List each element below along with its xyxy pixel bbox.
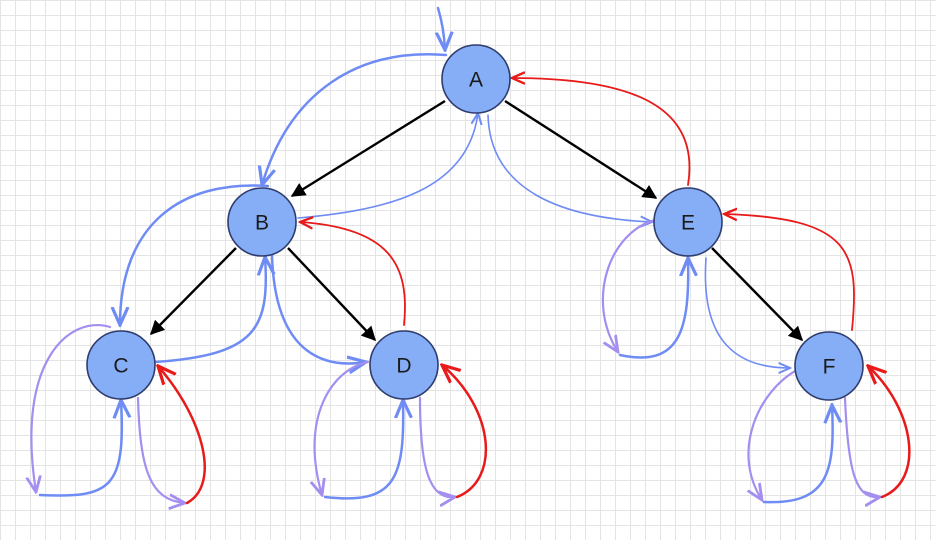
edge-a-e (504, 99, 658, 200)
node-c-label: C (113, 355, 128, 378)
tree-edges (149, 99, 804, 342)
node-e[interactable]: E (653, 187, 723, 257)
path-e-to-a-return (512, 78, 691, 186)
node-b-circle (227, 187, 297, 257)
node-a-label: A (469, 69, 483, 92)
d-right-null-out (418, 396, 455, 497)
d-left-null-out (315, 360, 370, 495)
path-a-to-e-descend (487, 114, 652, 222)
tree-nodes: A B C D E F (86, 44, 864, 401)
node-c[interactable]: C (86, 330, 156, 400)
traversal-paths (31, 6, 911, 505)
f-right-null-out (843, 396, 880, 497)
edge-b-c (149, 247, 237, 336)
path-a-to-b-descend (262, 53, 448, 185)
path-e-to-f-descend (704, 257, 790, 368)
edge-b-d (287, 247, 376, 342)
path-b-to-a-return (297, 113, 478, 219)
c-left-null-back (38, 400, 122, 497)
d-left-null-back (323, 400, 403, 500)
node-e-circle (653, 187, 723, 257)
f-left-null-back (762, 405, 833, 504)
node-b-label: B (255, 212, 269, 235)
node-a-circle (441, 44, 511, 114)
path-f-to-e-return (724, 214, 855, 331)
edge-a-b (290, 99, 446, 198)
node-d-label: D (396, 355, 411, 378)
path-c-to-b-return (153, 257, 266, 364)
e-left-null-back (618, 258, 688, 359)
f-right-null-back (868, 366, 911, 499)
c-right-null-back (158, 366, 206, 505)
node-f[interactable]: F (794, 331, 864, 401)
entry-arrow (438, 6, 445, 50)
path-b-to-c-descend (120, 184, 270, 325)
edge-e-f (711, 247, 804, 342)
node-e-label: E (681, 212, 695, 235)
path-b-to-d-descend (270, 253, 366, 363)
f-left-null-out (748, 368, 799, 500)
node-a[interactable]: A (441, 44, 511, 114)
node-d-circle (369, 330, 439, 400)
node-f-label: F (823, 356, 836, 379)
node-f-circle (794, 331, 864, 401)
node-b[interactable]: B (227, 187, 297, 257)
d-right-null-back (442, 365, 488, 499)
path-d-to-b-return (300, 222, 406, 326)
e-left-null-out (601, 218, 657, 352)
node-c-circle (86, 330, 156, 400)
c-right-null-out (136, 396, 185, 503)
c-left-null-out (31, 324, 112, 492)
node-d[interactable]: D (369, 330, 439, 400)
